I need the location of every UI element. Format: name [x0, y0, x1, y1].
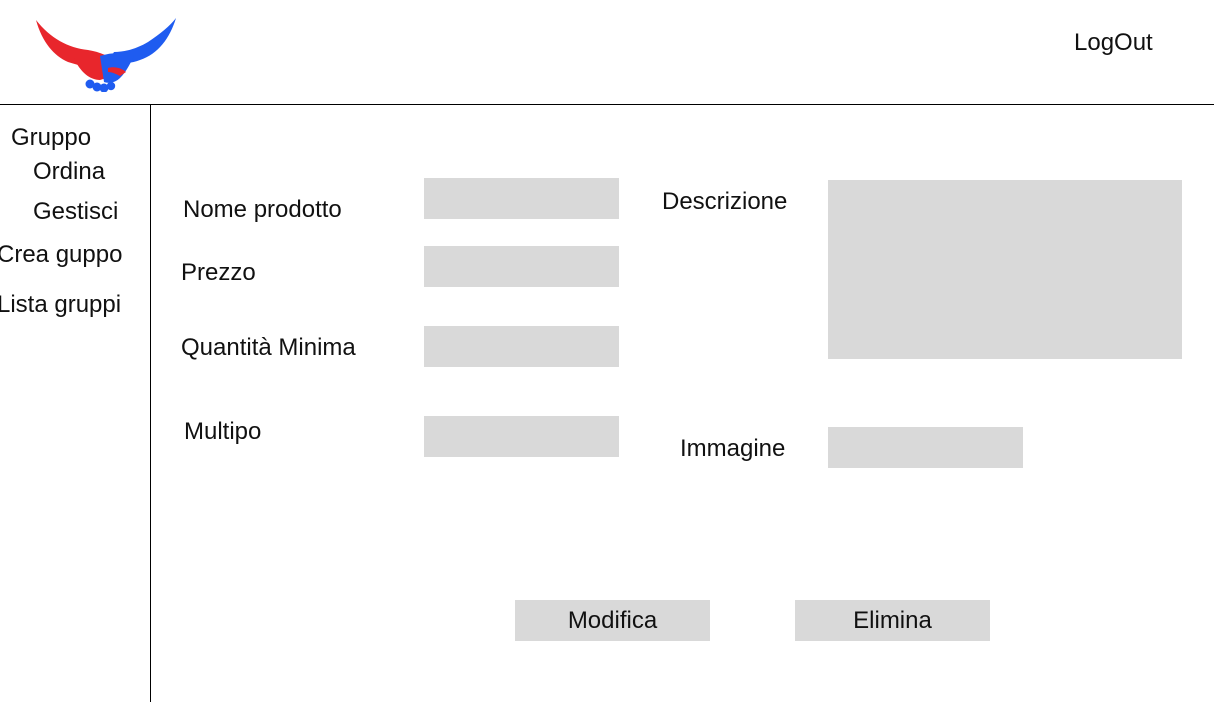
prezzo-input[interactable]: [424, 246, 619, 287]
immagine-input[interactable]: [828, 427, 1023, 468]
handshake-logo-icon: [36, 18, 176, 92]
multipo-input[interactable]: [424, 416, 619, 457]
immagine-label: Immagine: [680, 435, 786, 462]
sidebar-item-lista-gruppi[interactable]: Lista gruppi: [0, 291, 122, 318]
descrizione-textarea[interactable]: [828, 180, 1182, 359]
logout-link[interactable]: LogOut: [1074, 29, 1153, 56]
sidebar-divider: [150, 105, 151, 702]
header-divider: [0, 104, 1214, 105]
nome-prodotto-input[interactable]: [424, 178, 619, 219]
elimina-button[interactable]: Elimina: [795, 600, 990, 641]
descrizione-label: Descrizione: [662, 188, 788, 215]
sidebar-item-gruppo[interactable]: Gruppo: [11, 124, 92, 151]
quantita-minima-label: Quantità Minima: [181, 334, 356, 361]
sidebar-item-ordina[interactable]: Ordina: [33, 158, 106, 185]
nome-prodotto-label: Nome prodotto: [183, 196, 342, 223]
modifica-button[interactable]: Modifica: [515, 600, 710, 641]
quantita-minima-input[interactable]: [424, 326, 619, 367]
sidebar-item-crea-gruppo[interactable]: Crea guppo: [0, 241, 123, 268]
multipo-label: Multipo: [184, 418, 262, 445]
sidebar-item-gestisci[interactable]: Gestisci: [33, 198, 119, 225]
prezzo-label: Prezzo: [181, 259, 256, 286]
